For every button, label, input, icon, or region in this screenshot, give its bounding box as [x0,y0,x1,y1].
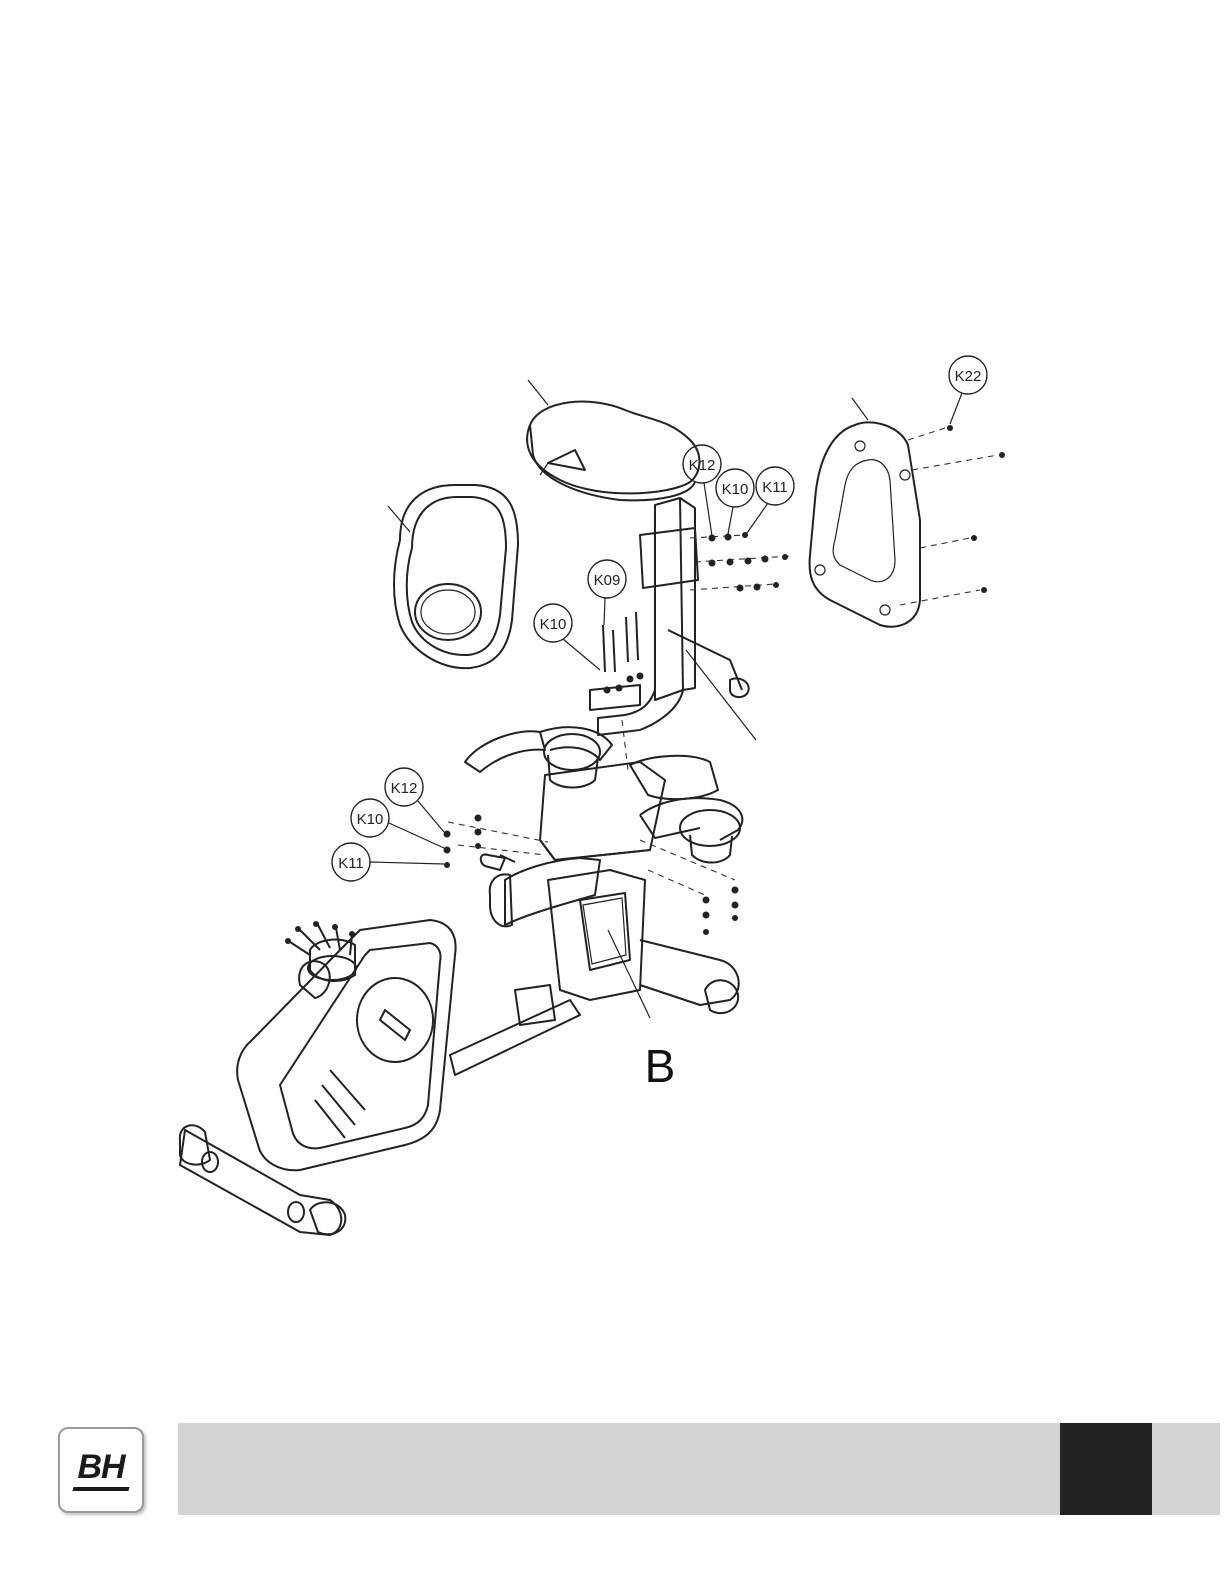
detail-letter-b: B [645,1040,676,1092]
callout-k10-top-label: K10 [722,481,749,498]
seat-rear-cover [810,422,920,626]
seat-cushion [527,402,699,501]
rear-cover-leader-line [852,398,868,420]
front-housing [237,920,455,1170]
front-stabilizer [180,1125,345,1235]
backrest [394,485,518,668]
callout-k12-top-label: K12 [689,457,716,474]
callout-k11-left-label: K11 [338,855,364,872]
callout-k22: K22 [949,356,987,424]
bh-logo-text: BH [77,1450,124,1484]
callout-k22-label: K22 [955,368,982,385]
side-handlebars [465,727,742,862]
housing-screws [285,921,355,955]
callout-k11-top-label: K11 [762,479,788,496]
footer-page-tab [1060,1423,1152,1515]
callout-k10-mid-label: K10 [540,616,567,633]
bh-logo-rule [72,1487,129,1491]
callout-k10-left-label: K10 [357,811,384,828]
callout-k11-top: K11 [747,467,794,533]
callout-k09-label: K09 [594,572,621,589]
main-frame [450,756,739,1075]
callout-k10-top: K10 [716,469,754,534]
callout-k09: K09 [588,560,626,625]
callout-k11-left: K11 [332,843,444,881]
callout-k12-left-label: K12 [391,780,418,797]
callout-k10-left: K10 [351,799,444,848]
k09-bolts [603,612,644,694]
seat-leader-line [528,380,548,405]
bh-logo: BH [58,1427,144,1513]
callout-k10-mid: K10 [534,604,600,670]
seat-post-fasteners [709,532,789,592]
callout-k12-left: K12 [385,768,444,832]
